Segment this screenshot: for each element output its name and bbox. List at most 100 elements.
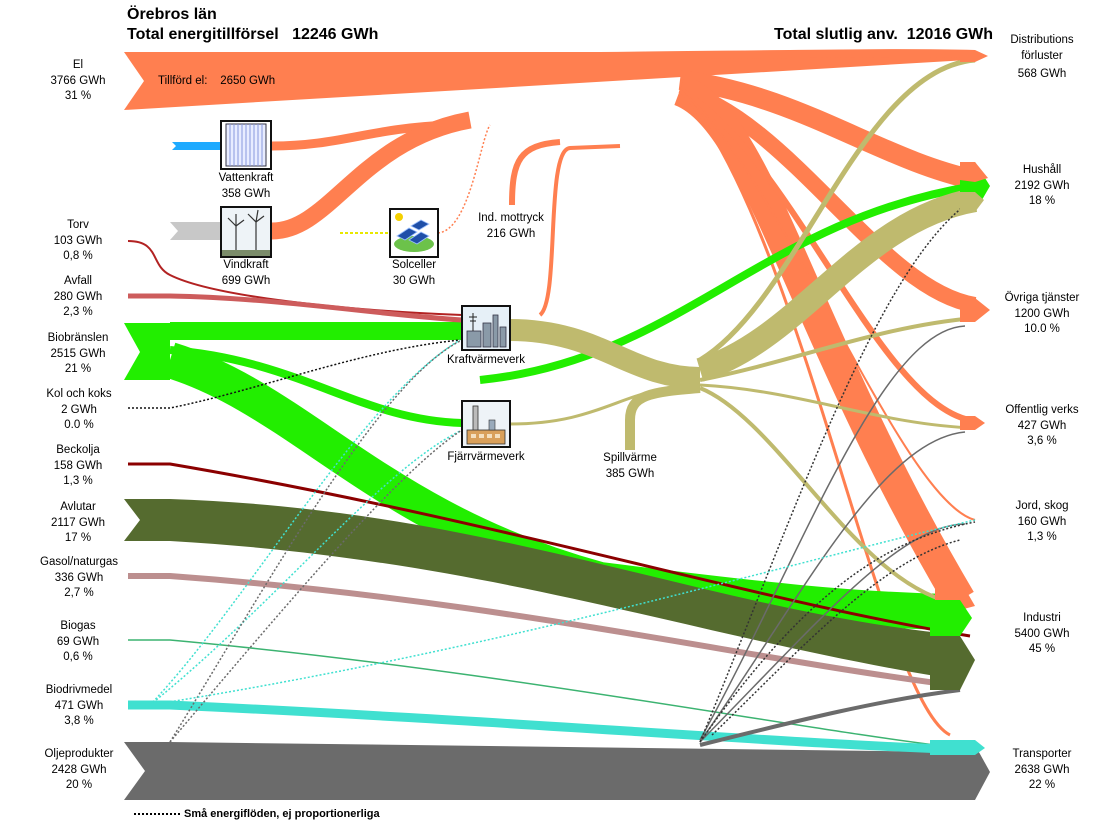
sink-value: 568 GWh <box>1017 68 1067 80</box>
sink-share: 3,6 % <box>1027 435 1057 447</box>
region-title: Örebros län <box>127 6 217 23</box>
oljeprodukter-arrow <box>124 742 170 800</box>
el-arrow <box>124 52 968 110</box>
source-value: 2428 GWh <box>51 763 107 776</box>
flow-torv-kvv <box>127 240 463 316</box>
dot-oil-fjv <box>169 429 463 743</box>
flow-olja-transporter <box>170 742 975 800</box>
source-label-avlutar: Avlutar 2117 GWh 17 % <box>40 500 116 547</box>
transporter-sink <box>930 745 990 800</box>
sink-label-transporter: Transporter 2638 GWh 22 % <box>996 747 1088 794</box>
minor-flows <box>127 240 976 755</box>
avlutar-arrow <box>124 499 170 541</box>
source-label-beckolja: Beckolja 158 GWh 1,3 % <box>40 443 116 490</box>
spillvarme-name: Spillvärme <box>603 452 657 464</box>
fjarrvarmeverk-name: Fjärrvärmeverk <box>447 451 525 463</box>
flow-dh-hushall <box>696 188 978 382</box>
source-share: 0,6 % <box>63 651 93 663</box>
flow-biodrivmedel-transporter <box>128 700 976 755</box>
source-value: 336 GWh <box>54 571 104 584</box>
flow-dh-offentlig <box>699 383 976 430</box>
vattenkraft-label: Vattenkraft 358 GWh <box>206 171 286 202</box>
source-share: 20 % <box>65 779 93 791</box>
vindkraft-value: 699 GWh <box>221 274 271 287</box>
sink-name: Övriga tjänster <box>1004 292 1080 304</box>
flow-el-distribution-loss <box>599 49 976 60</box>
sink-name: Hushåll <box>1022 164 1062 176</box>
flow-bio-fjv <box>169 346 463 427</box>
flow-el-hushall <box>678 70 978 190</box>
sink-share: 45 % <box>1028 643 1056 655</box>
vattenkraft-name: Vattenkraft <box>218 172 274 184</box>
flow-avlutar-industri <box>170 499 960 680</box>
vindkraft-label: Vindkraft 699 GWh <box>206 258 286 289</box>
tillford-el-text: Tillförd el: <box>158 75 208 87</box>
source-share: 31 % <box>64 90 92 102</box>
supply-title-value: 12246 GWh <box>292 26 379 43</box>
flow-oil-industri <box>699 688 961 747</box>
vattenkraft-value: 358 GWh <box>221 187 271 200</box>
tillford-el-value: 2650 GWh <box>220 75 276 87</box>
fjarrvarmeverk-icon <box>461 400 511 448</box>
sink-share: 1,3 % <box>1027 531 1057 543</box>
flow-kvv-hushall-bio <box>479 182 976 384</box>
sink-name: Industri <box>1023 612 1061 624</box>
flow-wind-el <box>271 111 472 240</box>
source-name: Beckolja <box>56 444 100 456</box>
source-name: Torv <box>67 219 89 231</box>
source-name: Biogas <box>60 620 96 632</box>
sink-label-distribution: Distributions förluster 568 GWh <box>996 33 1088 83</box>
source-name: Oljeprodukter <box>44 748 114 760</box>
wind-arrow <box>170 222 222 240</box>
supply-title: Total energitillförsel 12246 GWh <box>127 26 378 44</box>
dot-oil-kvv <box>169 339 463 743</box>
source-name: Avlutar <box>60 501 96 513</box>
flow-ind-mottryck-el <box>509 139 561 206</box>
source-value: 2117 GWh <box>50 516 106 529</box>
kraftvarmeverk-label: Kraftvärmeverk <box>436 353 536 369</box>
use-title: Total slutlig anv. 12016 GWh <box>774 26 993 44</box>
source-value: 3766 GWh <box>50 74 106 87</box>
source-label-torv: Torv 103 GWh 0,8 % <box>40 218 116 265</box>
vattenkraft-icon <box>220 120 272 170</box>
source-value: 471 GWh <box>54 699 104 712</box>
solceller-name: Solceller <box>391 259 437 271</box>
sink-value: 427 GWh <box>1017 419 1067 432</box>
sink-label-ovriga: Övriga tjänster 1200 GWh 10.0 % <box>992 291 1092 338</box>
dot-oil-jord <box>699 521 976 743</box>
flow-dh-distribution <box>698 57 976 363</box>
source-share: 2,3 % <box>63 306 93 318</box>
source-value: 2 GWh <box>61 403 97 416</box>
spillvarme-value: 385 GWh <box>605 467 655 480</box>
ovriga-sink <box>960 298 990 322</box>
transporter-sink-bio <box>930 740 985 755</box>
source-share: 0.0 % <box>64 419 94 431</box>
solceller-label: Solceller 30 GWh <box>374 258 454 289</box>
hushall-sink-dh <box>960 192 984 212</box>
supply-title-label: Total energitillförsel <box>127 26 279 43</box>
vindkraft-icon <box>220 206 272 258</box>
spillvarme-label: Spillvärme 385 GWh <box>588 451 672 482</box>
source-share: 3,8 % <box>64 715 94 727</box>
flow-el-jord <box>679 89 976 521</box>
sink-name-2: förluster <box>1021 49 1063 62</box>
ind-mottryck-value: 216 GWh <box>486 227 536 240</box>
solceller-icon <box>389 208 439 258</box>
source-share: 1,3 % <box>63 475 93 487</box>
flow-oil-offentlig <box>699 431 966 743</box>
dot-industri-hint <box>711 539 961 736</box>
legend-dotted-line <box>134 813 180 816</box>
source-share: 17 % <box>64 532 92 544</box>
sink-label-jord: Jord, skog 160 GWh 1,3 % <box>996 499 1088 546</box>
dot-biodriv-fjv <box>149 429 463 706</box>
sink-name: Jord, skog <box>1015 500 1069 512</box>
flow-beckolja-industri <box>128 462 971 638</box>
source-label-biodrivmedel: Biodrivmedel 471 GWh 3,8 % <box>36 683 122 730</box>
source-name: Avfall <box>64 275 92 287</box>
source-label-kol: Kol och koks 2 GWh 0.0 % <box>36 387 122 434</box>
kraftvarmeverk-icon <box>461 305 511 351</box>
source-share: 0,8 % <box>63 250 93 262</box>
source-share: 21 % <box>64 363 92 375</box>
distribution-sink <box>960 50 988 62</box>
ind-mottryck-name: Ind. mottryck <box>478 212 544 224</box>
